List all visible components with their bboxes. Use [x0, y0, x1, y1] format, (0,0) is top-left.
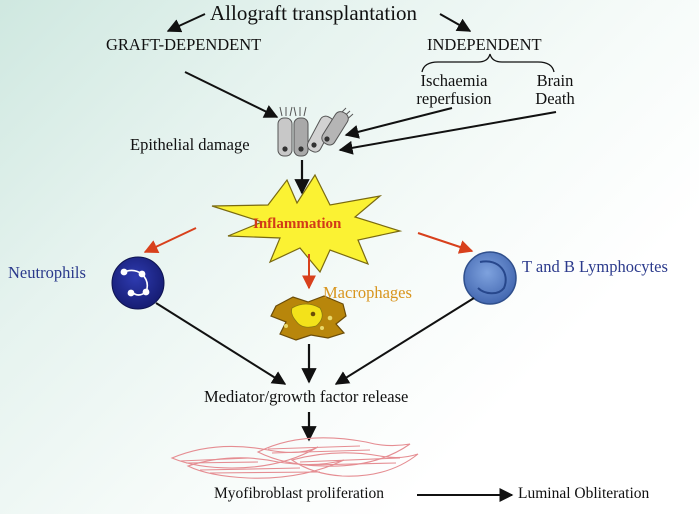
arrow-brain-death-to-epithelium: [338, 111, 557, 155]
brain-death-line1: Brain: [536, 71, 574, 90]
label-mediator-growth-factor-release: Mediator/growth factor release: [204, 387, 409, 406]
myofibroblast-cells-icon: [170, 437, 419, 479]
label-inflammation: Inflammation: [253, 216, 342, 232]
arrow-title-to-graft-dependent: [166, 13, 206, 33]
arrow-title-to-independent: [439, 13, 472, 32]
title-allograft-transplantation: Allograft transplantation: [210, 1, 418, 25]
independent-brace: [421, 53, 555, 73]
label-graft-dependent: GRAFT-DEPENDENT: [106, 35, 262, 54]
label-t-and-b-lymphocytes: T and B Lymphocytes: [522, 257, 668, 276]
epithelial-cells-icon: [277, 106, 354, 157]
label-myofibroblast-proliferation: Myofibroblast proliferation: [214, 485, 385, 502]
arrow-inflammation-to-neutrophils: [143, 227, 197, 253]
lymphocyte-icon: [463, 251, 517, 305]
arrow-lymphocytes-to-mediator: [334, 297, 475, 385]
label-independent: INDEPENDENT: [427, 35, 542, 54]
brain-death-line2: Death: [535, 89, 575, 109]
arrow-neutrophils-to-mediator: [155, 302, 287, 385]
ischaemia-line2: reperfusion: [416, 89, 492, 109]
arrow-graft-dependent-to-epithelium: [184, 71, 279, 118]
label-luminal-obliteration: Luminal Obliteration: [518, 485, 650, 502]
ischaemia-line1: Ischaemia: [420, 71, 488, 90]
label-macrophages: Macrophages: [323, 283, 412, 302]
label-epithelial-damage: Epithelial damage: [130, 135, 250, 154]
arrow-ischaemia-to-epithelium: [344, 107, 453, 139]
arrow-inflammation-to-lymphocytes: [417, 232, 474, 254]
neutrophil-icon: [111, 256, 165, 310]
inflammation-starburst: [211, 173, 403, 274]
label-neutrophils: Neutrophils: [8, 263, 86, 282]
label-ischaemia-reperfusion: Ischaemia reperfusion: [406, 71, 502, 109]
macrophage-icon: [270, 295, 347, 341]
label-brain-death: Brain Death: [525, 71, 585, 109]
